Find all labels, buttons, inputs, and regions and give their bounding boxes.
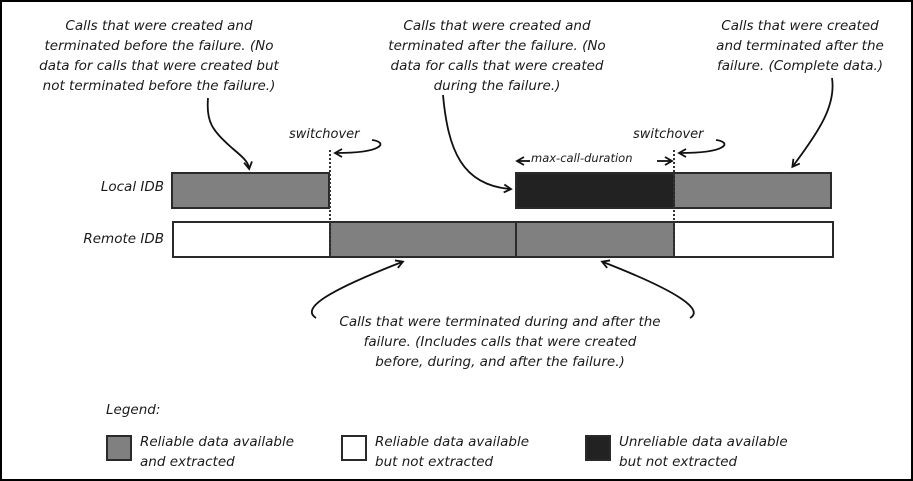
max-call-duration-label: max-call-duration (531, 151, 633, 165)
legend-swatch (106, 435, 132, 461)
legend-line: Reliable data available (140, 434, 295, 450)
note-line: Calls that were created (721, 18, 879, 34)
note-line: terminated before the failure. (No (44, 38, 274, 54)
legend-line: but not extracted (619, 454, 738, 470)
note-after-failure-complete: Calls that were created and terminated a… (700, 16, 900, 76)
switchover-label-1: switchover (289, 127, 360, 142)
note-after-failure-partial: Calls that were created and terminated a… (372, 16, 622, 96)
local-idb-segment-unreliable (515, 172, 675, 209)
note-before-failure: Calls that were created and terminated b… (14, 16, 304, 96)
legend-line: Unreliable data available (619, 434, 788, 450)
remote-idb-segment-after (673, 221, 834, 258)
note-line: data for calls that were created (390, 58, 604, 74)
note-line: data for calls that were created but (39, 58, 279, 74)
legend-text: Unreliable data available but not extrac… (619, 432, 788, 472)
legend-line: Reliable data available (375, 434, 530, 450)
note-terminated-during-after: Calls that were terminated during and af… (300, 312, 700, 372)
note-line: Calls that were created and (65, 18, 253, 34)
legend-swatch (585, 435, 611, 461)
remote-idb-segment-during (329, 221, 517, 258)
legend-line: but not extracted (375, 454, 494, 470)
note-line: failure. (Includes calls that were creat… (363, 334, 637, 350)
legend-text: Reliable data available and extracted (140, 432, 294, 472)
row-label-remote-idb: Remote IDB (83, 231, 164, 247)
note-line: Calls that were created and (403, 18, 591, 34)
legend-title: Legend: (106, 402, 161, 418)
remote-idb-segment-after-failover (515, 221, 675, 258)
note-line: before, during, and after the failure.) (375, 354, 625, 370)
local-idb-segment-after (673, 172, 832, 209)
note-line: Calls that were terminated during and af… (339, 314, 661, 330)
note-line: terminated after the failure. (No (388, 38, 606, 54)
legend-text: Reliable data available but not extracte… (375, 432, 529, 472)
row-label-local-idb: Local IDB (100, 179, 164, 195)
local-idb-segment-before (171, 172, 330, 209)
note-line: not terminated before the failure.) (42, 78, 276, 94)
legend-line: and extracted (140, 454, 235, 470)
remote-idb-segment-before (172, 221, 331, 258)
note-line: failure. (Complete data.) (716, 58, 884, 74)
switchover-label-2: switchover (633, 127, 704, 142)
legend-swatch (341, 435, 367, 461)
note-line: during the failure.) (433, 78, 561, 94)
note-line: and terminated after the (716, 38, 884, 54)
